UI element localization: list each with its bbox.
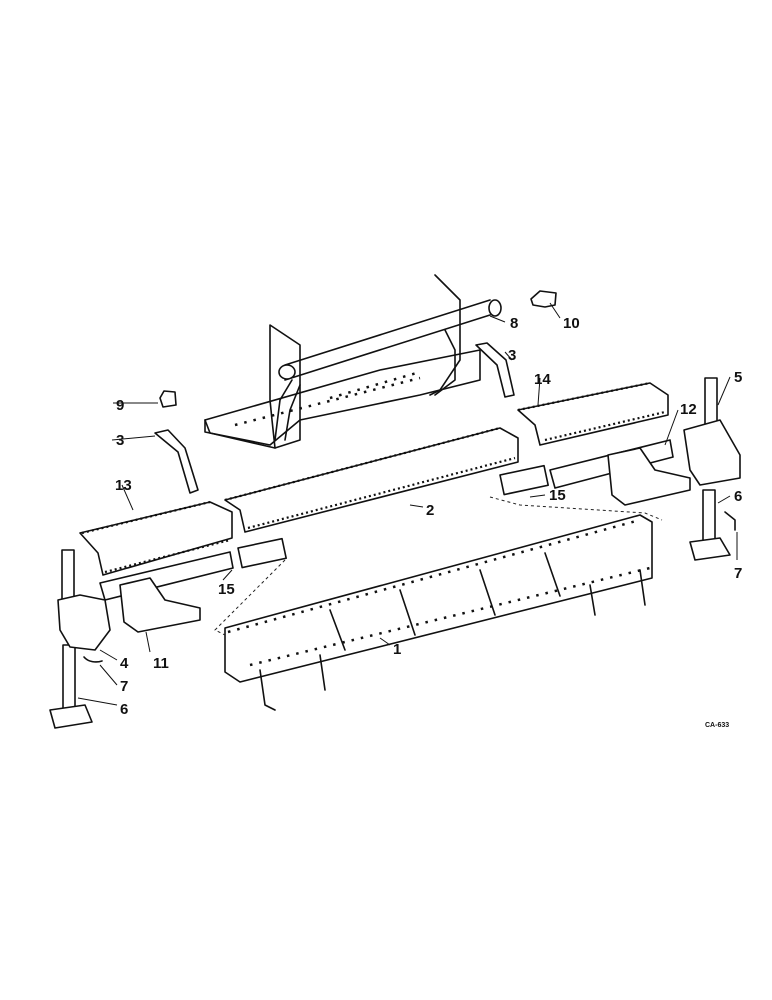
left-end-support-part-11 <box>99 551 234 633</box>
callout-3-left: 3 <box>116 432 125 449</box>
callout-7-left: 7 <box>120 678 129 695</box>
callout-12: 12 <box>680 401 697 418</box>
callout-15-left: 15 <box>218 581 235 598</box>
drawing-code: CA-633 <box>705 722 730 729</box>
splice-plate-part-15 <box>237 464 549 569</box>
callout-14: 14 <box>534 371 551 388</box>
center-cutter-bar-part-2 <box>224 426 519 533</box>
leader-lines <box>77 302 738 706</box>
callout-1: 1 <box>393 641 402 658</box>
brace-part-3 <box>154 342 515 494</box>
callout-7-right: 7 <box>734 565 743 582</box>
left-mount-bracket-part-4 <box>57 594 111 651</box>
tube-frame-part-8 <box>204 274 502 449</box>
left-cutter-bar-part-13 <box>79 500 233 576</box>
callout-11: 11 <box>153 655 169 672</box>
clamp-part-10 <box>530 290 557 308</box>
callout-6-left: 6 <box>120 701 129 718</box>
pins-part-7 <box>83 511 736 663</box>
alignment-line-left <box>214 559 286 636</box>
callout-5: 5 <box>734 369 743 386</box>
callout-9: 9 <box>116 397 125 414</box>
callout-6-right: 6 <box>734 488 743 505</box>
callout-13: 13 <box>115 477 132 494</box>
callout-15-right: 15 <box>549 487 566 504</box>
callout-8: 8 <box>510 315 519 332</box>
callout-2: 2 <box>426 502 435 519</box>
callout-3-right: 3 <box>508 347 517 364</box>
right-end-support-part-12 <box>549 439 691 506</box>
right-mount-bracket-part-5 <box>683 419 741 486</box>
clamp-part-9 <box>159 390 177 408</box>
right-cutter-bar-part-14 <box>517 381 669 446</box>
right-jack-stand-part-6 <box>689 377 731 561</box>
main-frame-part-1 <box>224 514 653 711</box>
callout-4: 4 <box>120 655 129 672</box>
callout-10: 10 <box>563 315 580 332</box>
